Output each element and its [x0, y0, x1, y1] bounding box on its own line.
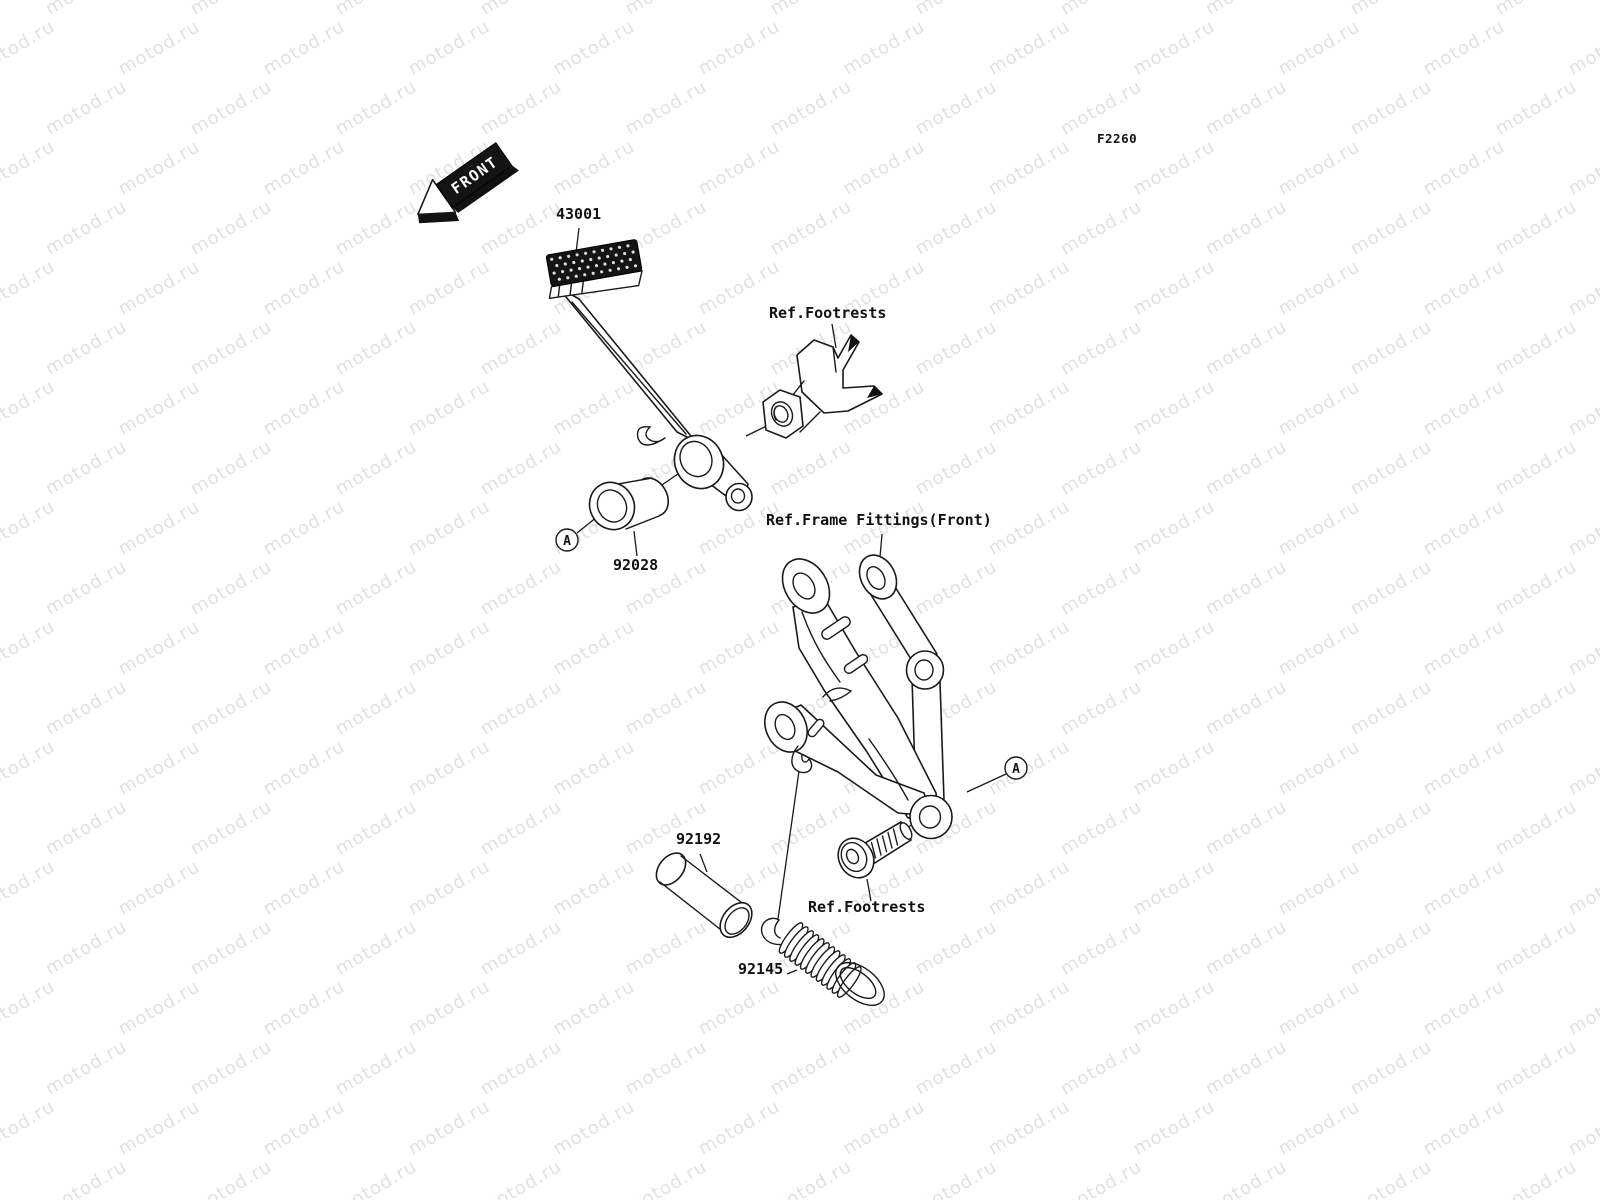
footrest-clevis-drawing [762, 334, 883, 439]
detail-marker-a1-label: A [563, 534, 571, 549]
spring-drawing [760, 917, 885, 1007]
part-number-92145: 92145 [738, 960, 784, 978]
front-arrow: FRONT [417, 142, 519, 224]
frame-fitting-bracket-drawing [764, 554, 953, 840]
part-number-43001: 43001 [556, 205, 602, 223]
detail-marker-a1: A [555, 528, 579, 552]
sleeve-drawing [655, 852, 753, 939]
bushing-drawing [588, 477, 670, 531]
detail-marker-a2: A [1004, 756, 1028, 780]
ref-label-frame-fittings: Ref.Frame Fittings(Front) [766, 511, 992, 529]
ref-label-footrests-bottom: Ref.Footrests [808, 898, 926, 916]
brake-pedal-drawing [545, 239, 753, 512]
part-number-92192: 92192 [676, 830, 722, 848]
bolt-drawing [837, 821, 913, 879]
ref-label-footrests-top: Ref.Footrests [769, 304, 887, 322]
figure-code: F2260 [1097, 131, 1138, 146]
part-number-92028: 92028 [613, 556, 659, 574]
detail-marker-a2-label: A [1012, 762, 1020, 777]
